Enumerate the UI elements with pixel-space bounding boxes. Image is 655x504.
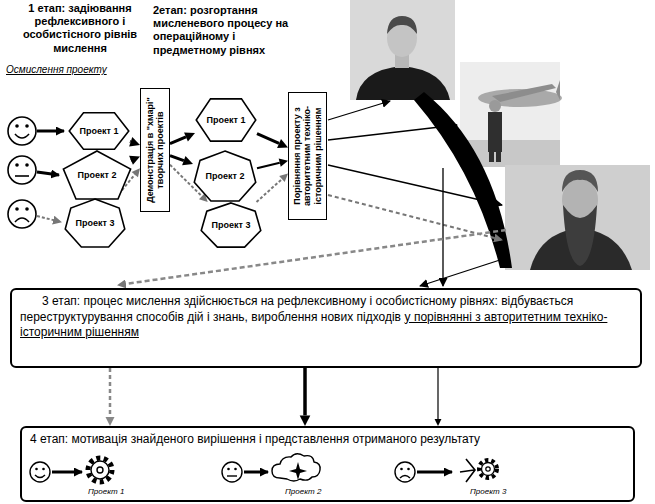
shape-polygon xyxy=(63,151,130,199)
stage1-heading: 1 етап: задіювання рефлексивного і особи… xyxy=(4,2,156,55)
photo-plane xyxy=(460,62,562,167)
sweep-wedge xyxy=(414,92,512,268)
flow-arrow xyxy=(257,134,288,148)
face-eyes xyxy=(15,124,29,211)
rotated-text: Порівняння проекту з авторитетним технік… xyxy=(292,97,323,215)
result-icons xyxy=(30,454,497,482)
stage-text: 3 етап: процес мислення здійснюється на … xyxy=(20,294,632,341)
demo-box: Демонстрація в "хмарі" творчих проектів xyxy=(140,88,170,212)
project-name: Проект 1 xyxy=(80,126,119,136)
project-pentagon: Проект 2 xyxy=(62,150,132,200)
flow-line xyxy=(257,134,279,144)
project-hexagon: Проект 1 xyxy=(68,112,130,150)
project-caption: Проект 2 xyxy=(285,487,321,497)
flow-arrow xyxy=(129,137,140,146)
flow-arrow xyxy=(257,159,288,169)
flow-line xyxy=(437,368,438,419)
project-caption: Проект 1 xyxy=(88,487,124,497)
stage2-heading: 2етап: розгортання мисленевого процесу н… xyxy=(153,4,298,57)
face-mouths xyxy=(15,134,29,222)
flow-arrow xyxy=(106,368,115,426)
arrow-head xyxy=(129,137,140,146)
arrow-head xyxy=(106,417,115,426)
arrow-head xyxy=(279,159,288,167)
stage-body: 4 етап: мотивація знайденого вирішення і… xyxy=(30,432,480,446)
arrow-head xyxy=(129,156,140,165)
project-hexagon: Проект 1 xyxy=(195,98,257,142)
face-arrows xyxy=(37,131,64,222)
rotated-text: Демонстрація в "хмарі" творчих проектів xyxy=(145,93,166,207)
flow-arrow xyxy=(435,368,442,426)
project-name: Проект 2 xyxy=(78,170,117,180)
arrow-head xyxy=(132,168,140,177)
arrow-head xyxy=(435,419,442,426)
emotion-faces xyxy=(8,117,36,228)
shape-polygon xyxy=(194,151,255,201)
project-name: Проект 3 xyxy=(76,218,115,228)
flow-arrow xyxy=(170,156,193,166)
flow-line xyxy=(170,137,186,144)
photo-links xyxy=(328,101,502,240)
arrow-head xyxy=(300,415,311,426)
flow-line xyxy=(109,368,112,417)
stage1-subheading: Осмислення проекту xyxy=(6,64,107,76)
shape-polygon xyxy=(65,199,125,247)
photo-bearded xyxy=(505,165,650,270)
project-name: Проект 2 xyxy=(206,171,245,181)
comparison-box: Порівняння проекту з авторитетним технік… xyxy=(288,92,327,220)
shape-polygon xyxy=(69,113,129,149)
arrow-head xyxy=(184,132,195,141)
flow-arrow xyxy=(129,156,140,165)
project-heptagon: Проект 2 xyxy=(193,150,257,202)
shape-polygon xyxy=(201,203,261,247)
photo-portrait xyxy=(350,0,455,100)
flow-line xyxy=(170,156,184,161)
flow-arrow xyxy=(257,174,289,202)
flow-line xyxy=(303,368,307,415)
flow-line xyxy=(257,179,282,202)
project-name: Проект 1 xyxy=(207,115,246,125)
project-heptagon: Проект 3 xyxy=(64,198,126,248)
project-caption: Проект 3 xyxy=(470,487,506,497)
flow-line xyxy=(257,163,280,169)
arrow-head xyxy=(279,174,288,183)
flow-arrow xyxy=(300,368,311,426)
shape-polygon xyxy=(196,99,256,141)
flow-arrow xyxy=(170,132,195,143)
project-heptagon: Проект 3 xyxy=(200,202,262,248)
stage-heading: 4 етап: мотивація знайденого вирішення і… xyxy=(30,432,625,448)
arrow-head xyxy=(277,139,288,148)
project-name: Проект 3 xyxy=(212,220,251,230)
arrow-head xyxy=(182,156,193,165)
stage3-box: 3 етап: процес мислення здійснюється на … xyxy=(10,288,642,368)
